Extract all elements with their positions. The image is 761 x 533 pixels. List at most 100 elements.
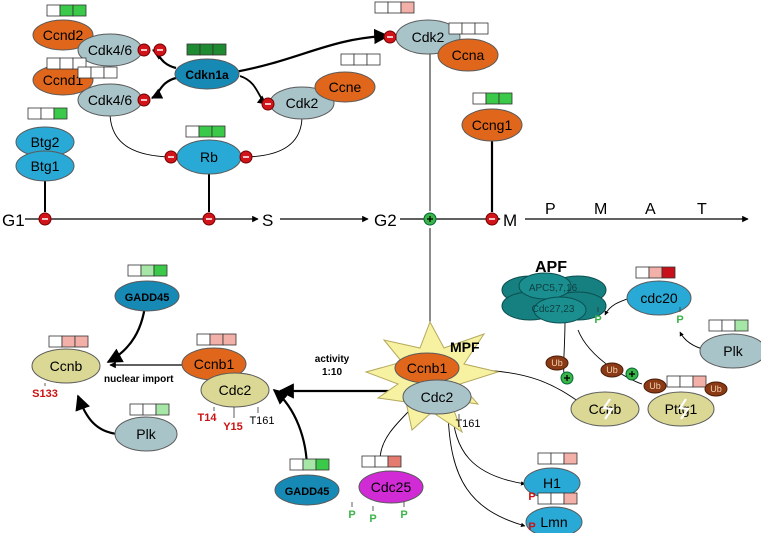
node-label: Ccnb [50,358,83,374]
expression-box [361,455,402,468]
expression-box [340,53,381,66]
phospho-site: P [400,502,408,521]
expression-box [48,335,89,348]
node-label: Plk [723,343,743,359]
node-cdc2-left: Cdc2 [200,372,270,408]
nodes: Ccnd2Ccnd1Cdk4/6Cdk4/6Cdkn1aCdk2CcnaCdk2… [15,19,761,533]
inhibition-symbol [485,212,499,226]
node-ccnb1-mpf: Ccnb1 [394,352,460,384]
node-label: Btg2 [31,134,60,150]
phase-g2: G2 [374,211,397,230]
expression-box [472,92,513,105]
phase-g1: G1 [2,211,25,230]
node-btg2: Btg2 [15,126,75,158]
expression-box [196,333,237,346]
ubiquitin-tag: Ub [545,355,569,371]
node-label: Ccnb1 [407,360,448,376]
activation-symbol [625,367,639,381]
node-ccng1: Ccng1 [461,108,523,142]
expression-box [185,125,226,138]
cleavage-mark [678,398,690,420]
node-h1: H1 [523,467,581,499]
phase-m2: M [594,201,607,218]
node-cdkn1a: Cdkn1a [174,58,240,90]
phospho-site-red: P [528,491,535,503]
inhibition-symbol [261,97,275,111]
expression-box [127,264,168,277]
node-label: Cdc2 [421,389,454,405]
y15-label: Y15 [223,421,243,433]
expression-box [129,403,170,416]
expression-box [708,319,749,332]
node-btg1: Btg1 [15,150,75,182]
node-label: cdc20 [640,290,678,306]
phase-s: S [262,211,273,230]
node-label: Ccng1 [472,117,513,133]
node-ccna: Ccna [437,38,499,72]
node-cdk46-bottom: Cdk4/6 [77,83,143,117]
inhibition-symbol [239,150,253,164]
node-label: Ccne [329,79,362,95]
node-label: Cdc2 [219,382,252,398]
apf-label: APF [535,259,567,276]
node-cdc20: cdc20 [626,280,692,316]
node-ccnd2: Ccnd2 [32,19,94,51]
svg-text:Ub: Ub [606,365,618,375]
apf-complex: APC5,7,16 Cdc27,23 [501,272,607,324]
cleavage-mark [602,398,614,420]
t161-mpf-label: T161 [455,418,480,430]
ubiquitin-tag: Ub [643,378,667,394]
inhibition-symbol [153,43,167,57]
node-ccnb1-left: Ccnb1 [181,347,247,381]
expression-box [186,43,227,56]
activity-ratio-label: 1:10 [322,367,342,378]
svg-text:P: P [400,509,407,521]
node-label: Cdk4/6 [88,92,133,108]
node-label: Ccnd2 [43,27,84,43]
mpf-label: MPF [450,339,480,355]
inhibition-symbol [383,30,397,44]
svg-text:P: P [369,513,376,525]
expression-box [537,492,578,505]
node-label: Ccnb1 [194,356,235,372]
node-label: Btg1 [31,158,60,174]
t161-left-label: T161 [249,415,274,427]
ubiquitin-tag: Ub [704,381,728,397]
node-plk-left: Plk [114,416,178,452]
phospho-site: P [676,307,684,326]
phase-t: T [697,201,707,218]
activity-label: activity [315,354,350,365]
expression-box [666,375,707,388]
inhibition-symbol [137,93,151,107]
node-cdc25: Cdc25 [358,470,424,504]
node-ccnb-left: Ccnb [31,348,101,384]
expression-box [448,22,489,35]
node-cdk46-top: Cdk4/6 [77,33,143,67]
apc-label: APC5,7,16 [529,283,578,294]
node-label: Cdk2 [412,29,445,45]
node-plk-right: Plk [699,333,761,369]
activation-symbol [560,371,574,385]
s133-label: S133 [32,388,58,400]
svg-text:P: P [348,509,355,521]
node-cdc2-mpf: Cdc2 [402,379,472,415]
phospho-site-red: P [528,521,535,533]
phase-m: M [503,211,517,230]
svg-text:Ub: Ub [551,358,563,368]
expression-box [27,107,68,120]
node-label: Cdkn1a [185,68,229,82]
node-gadd45-top: GADD45 [114,280,180,312]
phase-a: A [645,201,656,218]
node-rb: Rb [176,139,242,175]
node-label: Cdk2 [286,95,319,111]
inhibition-symbol [202,212,216,226]
phase-p: P [545,201,556,218]
inhibition-symbol [137,43,151,57]
cdc27-label: Cdc27,23 [532,304,575,315]
svg-text:P: P [676,314,683,326]
node-label: Rb [200,149,218,165]
svg-text:P: P [594,314,601,326]
activation-symbol [423,212,437,226]
